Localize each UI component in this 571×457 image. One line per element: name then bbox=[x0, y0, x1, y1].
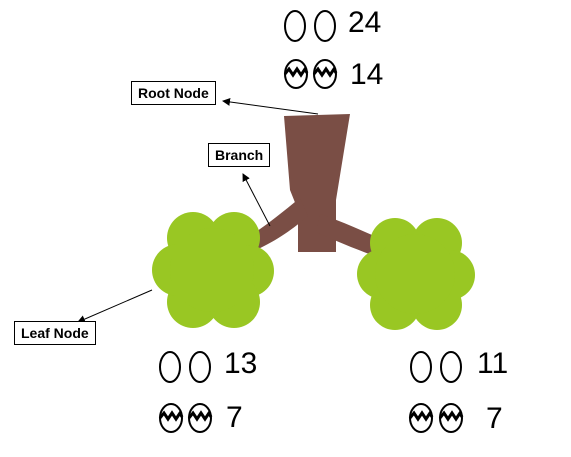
right-leaf-cracked-count: 7 bbox=[486, 402, 503, 435]
right-leaf-egg-icons bbox=[410, 351, 462, 383]
right-leaf-egg-count: 11 bbox=[477, 347, 509, 380]
egg-icon bbox=[440, 351, 462, 383]
egg-icon bbox=[284, 10, 306, 42]
cracked-egg-icon bbox=[283, 59, 309, 89]
cracked-egg-icon bbox=[408, 403, 434, 433]
root-cracked-egg-icons bbox=[283, 59, 338, 89]
tree-trunk bbox=[246, 114, 384, 258]
branch-arrow bbox=[242, 173, 271, 227]
left-leaf-egg-icons bbox=[159, 351, 211, 383]
left-leaf-cracked-count: 7 bbox=[226, 401, 243, 434]
root-node-arrow bbox=[222, 97, 319, 115]
cracked-egg-icon bbox=[312, 59, 338, 89]
left-leaf-foliage bbox=[152, 212, 274, 328]
root-node-label: Root Node bbox=[131, 81, 216, 105]
cracked-egg-icon bbox=[158, 403, 184, 433]
right-branch bbox=[316, 214, 384, 258]
left-leaf-egg-count: 13 bbox=[224, 347, 258, 380]
root-cracked-count: 14 bbox=[350, 58, 384, 91]
right-leaf-cracked-egg-icons bbox=[408, 403, 464, 433]
cracked-egg-icon bbox=[187, 403, 213, 433]
leaf-node-label: Leaf Node bbox=[14, 321, 96, 345]
cracked-egg-icon bbox=[438, 403, 464, 433]
root-egg-count: 24 bbox=[348, 6, 382, 39]
leaf-node-arrow bbox=[77, 289, 153, 323]
egg-icon bbox=[159, 351, 181, 383]
left-branch bbox=[246, 198, 308, 250]
root-egg-icons bbox=[284, 10, 336, 42]
branch-label: Branch bbox=[208, 143, 271, 167]
egg-icon bbox=[410, 351, 432, 383]
left-leaf-cracked-egg-icons bbox=[158, 403, 213, 433]
right-leaf-foliage bbox=[357, 218, 475, 330]
egg-icon bbox=[189, 351, 211, 383]
egg-icon bbox=[314, 10, 336, 42]
